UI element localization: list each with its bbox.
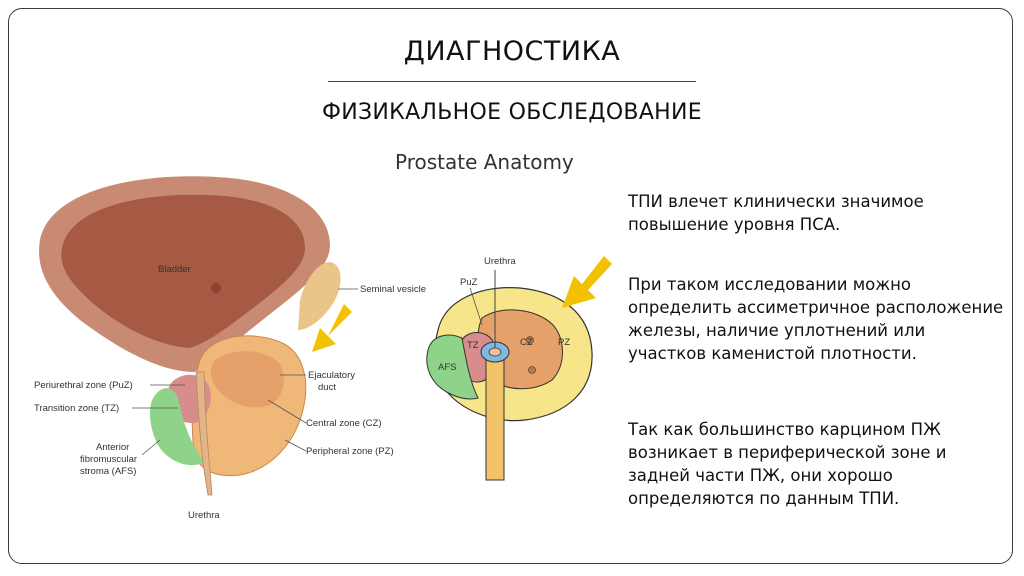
label-puz: Periurethral zone (PuZ): [34, 380, 133, 391]
label-afs-3: stroma (AFS): [80, 466, 137, 477]
bladder-orifice: [211, 283, 221, 293]
anterior-fibromuscular-stroma: [150, 388, 205, 466]
slide-subtitle: ФИЗИКАЛЬНОЕ ОБСЛЕДОВАНИЕ: [322, 100, 702, 125]
label-afs-2: fibromuscular: [80, 454, 138, 465]
label-seminal-vesicle: Seminal vesicle: [360, 284, 426, 295]
cross-label-urethra: Urethra: [484, 256, 516, 267]
label-ejaculatory-1: Ejaculatory: [308, 370, 355, 381]
paragraph-3: Так как большинство карцином ПЖ возникае…: [628, 420, 947, 508]
bladder-lumen: [61, 194, 306, 348]
slide-title: ДИАГНОСТИКА: [403, 36, 621, 67]
label-tz: Transition zone (TZ): [34, 403, 120, 414]
cross-label-afs: AFS: [438, 362, 457, 373]
label-pz: Peripheral zone (PZ): [306, 446, 394, 457]
seminal-vesicle: [298, 262, 341, 330]
cross-label-pz: PZ: [558, 337, 571, 348]
left-arrow-indicator: [312, 304, 352, 352]
title-divider: [328, 81, 696, 82]
figure-title: Prostate Anatomy: [395, 150, 574, 174]
cross-afs: [426, 334, 479, 400]
slide-frame: [8, 8, 1013, 564]
cross-urethra-column: [485, 354, 505, 481]
label-urethra: Urethra: [188, 510, 220, 521]
label-ejaculatory-2: duct: [318, 382, 336, 393]
central-zone: [210, 351, 284, 408]
cross-label-tz: TZ: [467, 340, 479, 351]
label-cz: Central zone (CZ): [306, 418, 382, 429]
paragraph-2: При таком исследовании можно определить …: [628, 275, 1004, 363]
cross-urethra-lumen: [488, 347, 502, 357]
cross-label-cz: CZ: [520, 337, 533, 348]
urethra-duct: [195, 371, 213, 496]
right-arrow-indicator: [562, 256, 612, 308]
cross-label-puz: PuZ: [460, 277, 478, 288]
cross-ejaculatory-duct-1: [526, 336, 534, 344]
label-afs-1: Anterior: [96, 442, 130, 453]
cross-ejaculatory-duct-2: [528, 366, 536, 374]
label-bladder: Bladder: [158, 264, 191, 275]
paragraph-1: ТПИ влечет клинически значимое повышение…: [628, 192, 924, 234]
